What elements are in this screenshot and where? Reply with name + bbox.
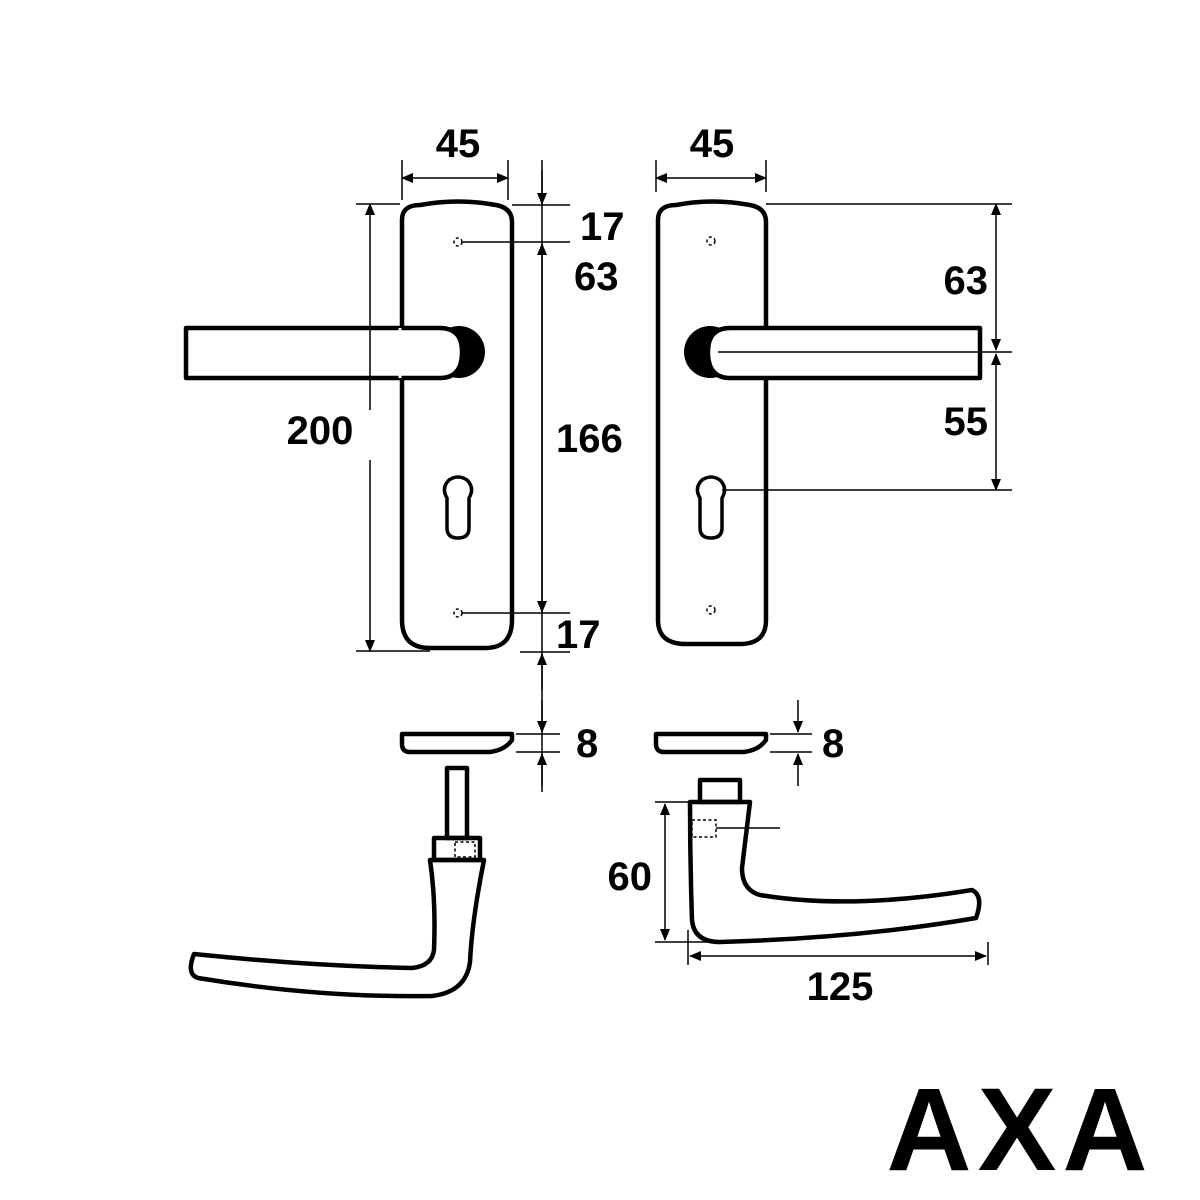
left-front-view — [183, 199, 515, 651]
right-lever — [705, 325, 983, 381]
right-handle-length-label: 125 — [807, 965, 874, 1009]
right-top-screw-hole — [706, 236, 716, 246]
left-hole-spacing-label: 166 — [556, 417, 623, 461]
right-front-view — [655, 199, 1012, 647]
right-handle-height-label: 60 — [608, 855, 653, 899]
left-handle-side-view — [188, 765, 487, 999]
right-handle-side-view: 60 125 — [608, 777, 989, 1009]
right-back-plate — [655, 199, 769, 647]
right-dimensions: 45 63 55 — [655, 122, 1012, 491]
left-width-label: 45 — [436, 122, 481, 166]
left-top-screw-hole — [453, 237, 463, 247]
right-rose-thickness-label: 8 — [822, 722, 844, 766]
left-bottom-screw-hole — [453, 608, 463, 618]
left-rose-section: 8 — [399, 700, 598, 786]
right-rose-section: 8 — [653, 700, 844, 786]
left-keyhole — [442, 475, 474, 540]
left-bottom-offset-label: 17 — [556, 613, 601, 657]
right-width-label: 45 — [690, 122, 735, 166]
right-keyhole — [695, 475, 727, 540]
left-rose-thickness-label: 8 — [576, 722, 598, 766]
axa-logo: AXA — [886, 1064, 1153, 1196]
left-lever — [183, 325, 465, 381]
left-height-label: 200 — [287, 409, 354, 453]
right-handle-to-keyhole-label: 55 — [944, 400, 989, 444]
left-back-plate — [399, 199, 515, 651]
left-dimensions: 45 200 17 63 166 17 — [287, 122, 625, 792]
right-handle-from-top-label: 63 — [944, 259, 989, 303]
left-upper-section-label: 63 — [574, 255, 619, 299]
right-bottom-screw-hole — [706, 605, 716, 615]
left-top-offset-label: 17 — [580, 205, 625, 249]
